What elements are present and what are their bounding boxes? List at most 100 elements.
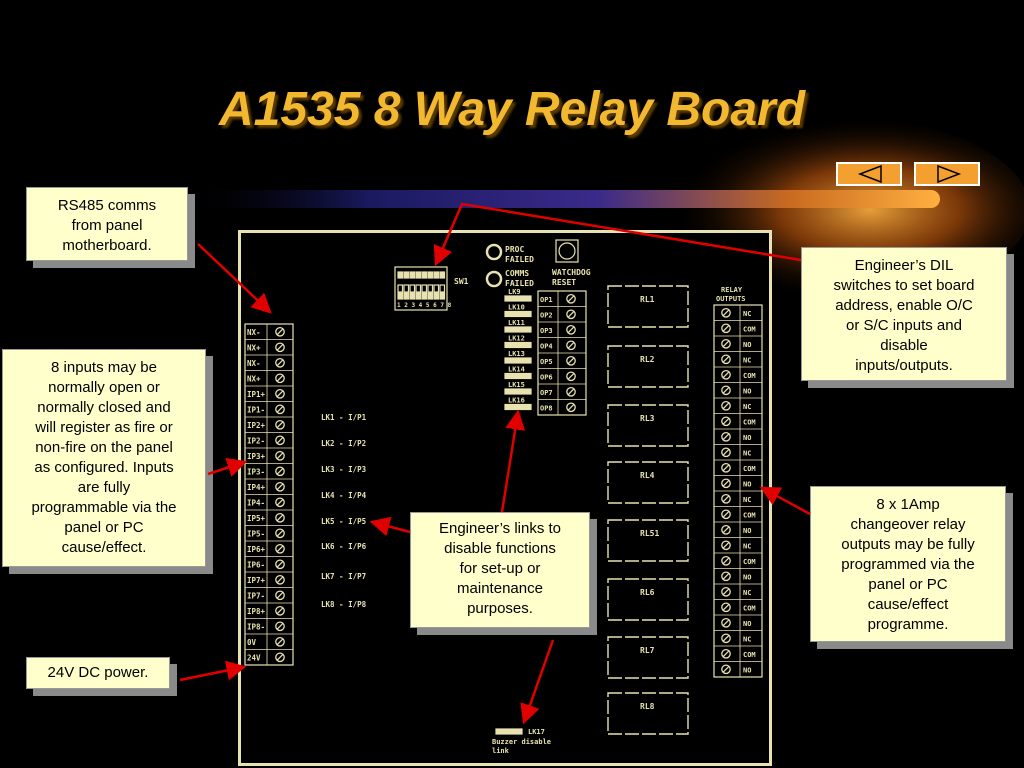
screw-slot xyxy=(722,541,730,549)
callout-line: outputs may be fully xyxy=(841,536,975,553)
screw-slot xyxy=(276,545,284,553)
dip-switch-top xyxy=(421,271,428,279)
screw-slot xyxy=(722,402,730,410)
screw-slot xyxy=(722,603,730,611)
mid-link-label: LK13 xyxy=(508,350,525,358)
screw-terminal xyxy=(275,419,285,430)
relay-terminal-label: NC xyxy=(743,310,751,318)
op-label: OP8 xyxy=(540,405,553,413)
relay-7 xyxy=(607,636,689,679)
triangle-right-icon xyxy=(937,164,962,184)
screw-slot xyxy=(276,405,284,413)
relay-terminal-label: COM xyxy=(743,558,756,566)
screw-slot xyxy=(567,310,575,318)
screw-terminal xyxy=(275,590,285,601)
input-link-label: LK7 - I/P7 xyxy=(321,572,366,581)
screw-slot xyxy=(722,324,730,332)
callout-line: Engineer’s links to xyxy=(438,520,561,537)
screw-slot xyxy=(276,560,284,568)
screw-terminal xyxy=(275,388,285,399)
mid-link-jumper xyxy=(504,295,532,302)
relay-3 xyxy=(607,404,689,447)
relay-label: RL8 xyxy=(640,702,655,711)
screw-terminal xyxy=(275,497,285,508)
screw-terminal xyxy=(275,435,285,446)
screw-terminal xyxy=(275,574,285,585)
screw-slot xyxy=(567,388,575,396)
previous-slide-button[interactable] xyxy=(836,162,902,186)
screw-terminal xyxy=(275,652,285,663)
op-label: OP2 xyxy=(540,312,553,320)
screw-slot xyxy=(276,421,284,429)
screw-slot xyxy=(276,653,284,661)
screw-terminal xyxy=(721,571,731,582)
callout-line: purposes. xyxy=(467,600,533,617)
mid-link-label: LK9 xyxy=(508,288,521,296)
screw-slot xyxy=(722,650,730,658)
proc-failed-led xyxy=(485,243,503,261)
relay-label: RL3 xyxy=(640,414,655,423)
callout-line: maintenance xyxy=(457,580,543,597)
screw-slot xyxy=(722,557,730,565)
screw-terminal xyxy=(275,621,285,632)
screw-terminal xyxy=(275,450,285,461)
screw-slot xyxy=(722,340,730,348)
watchdog-label: RESET xyxy=(552,278,576,287)
screw-terminal xyxy=(275,342,285,353)
screw-terminal xyxy=(721,400,731,411)
screw-terminal xyxy=(721,369,731,380)
screw-slot xyxy=(276,498,284,506)
terminal-label-left: IP7- xyxy=(247,592,265,601)
relay-terminal-label: COM xyxy=(743,326,756,334)
screw-slot xyxy=(722,417,730,425)
callout-line: cause/effect. xyxy=(61,539,147,556)
screw-slot xyxy=(722,510,730,518)
callout-line: inputs/outputs. xyxy=(855,357,953,374)
screw-slot xyxy=(276,529,284,537)
callout-line: panel or PC xyxy=(64,519,144,536)
callout-line: for set-up or xyxy=(459,560,541,577)
relay-terminal-label: NC xyxy=(743,357,751,365)
relay-terminal-label: NO xyxy=(743,388,751,396)
relay-terminal-label: COM xyxy=(743,605,756,613)
relay-terminal-label: NO xyxy=(743,620,751,628)
relay-outputs-header: RELAY xyxy=(721,286,743,294)
buzzer-link-label: LK17 xyxy=(528,728,545,736)
callout-line: 8 x 1Amp xyxy=(876,496,940,513)
screw-terminal xyxy=(721,509,731,520)
relay-label: RL6 xyxy=(640,588,655,597)
relay-8 xyxy=(607,692,689,735)
screw-terminal xyxy=(721,648,731,659)
relay-terminal-label: NO xyxy=(743,527,751,535)
relay-terminal-label: COM xyxy=(743,512,756,520)
terminal-label-left: IP5- xyxy=(247,530,265,539)
screw-slot xyxy=(276,514,284,522)
screw-slot xyxy=(722,634,730,642)
screw-slot xyxy=(276,576,284,584)
dip-switch-top xyxy=(397,271,404,279)
terminal-label-left: IP8- xyxy=(247,623,265,632)
screw-terminal xyxy=(721,664,731,675)
input-link-label: LK5 - I/P5 xyxy=(321,517,366,526)
mid-link-jumper xyxy=(504,388,532,395)
buzzer-text: link xyxy=(492,747,510,755)
callout-line: normally closed and xyxy=(37,399,171,416)
callout-rs485: RS485 comms from panel motherboard. xyxy=(26,187,188,261)
screw-terminal xyxy=(721,416,731,427)
mid-link-jumper xyxy=(504,341,532,349)
callout-line: are fully xyxy=(77,479,131,496)
screw-terminal xyxy=(721,617,731,628)
screw-slot xyxy=(722,588,730,596)
relay-terminal-label: NC xyxy=(743,543,751,551)
screw-terminal xyxy=(566,340,576,351)
comms-failed-led xyxy=(485,270,503,288)
screw-slot xyxy=(722,665,730,673)
dip-switch-pos xyxy=(427,291,433,299)
watchdog-reset-knob xyxy=(558,242,576,260)
next-slide-button[interactable] xyxy=(914,162,980,186)
relay-terminal-label: NO xyxy=(743,481,751,489)
screw-terminal xyxy=(721,447,731,458)
callout-line: switches to set board xyxy=(833,277,975,294)
op-label: OP5 xyxy=(540,358,553,366)
relay-2 xyxy=(607,345,689,388)
